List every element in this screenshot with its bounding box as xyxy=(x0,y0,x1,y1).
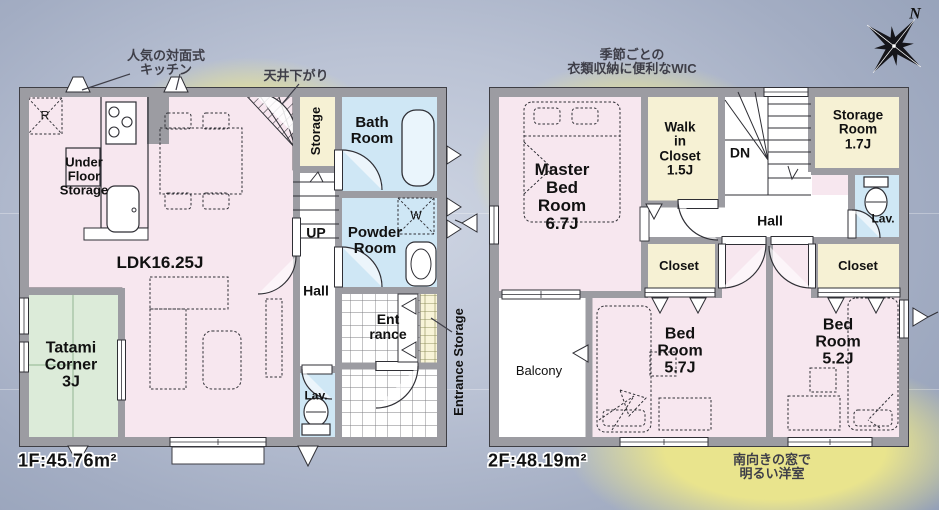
label-bath: Bath Room xyxy=(350,114,394,147)
floor2-plan xyxy=(454,87,939,447)
stairs-1f xyxy=(293,171,339,239)
balcony-vent xyxy=(571,344,589,363)
label-hall-2f: Hall xyxy=(757,212,783,229)
terrace-step xyxy=(171,446,265,465)
bed-52 xyxy=(847,297,899,431)
room-closet-left xyxy=(645,244,715,288)
label-hall-1f: Hall xyxy=(303,282,329,299)
label-lav-1f: Lav. xyxy=(304,388,328,403)
label-up: UP xyxy=(306,224,326,241)
room-stairs-hall-1f xyxy=(293,170,339,366)
powder-sink xyxy=(405,241,437,287)
label-storage-room: Storage Room 1.7J xyxy=(832,107,884,152)
ceiling-note: 天井下がり xyxy=(263,68,329,84)
kitchen-sink xyxy=(106,185,140,233)
kitchen-counter xyxy=(83,92,169,241)
callout-lines xyxy=(81,73,453,333)
bed-57 xyxy=(596,305,652,433)
room-wic xyxy=(645,92,722,202)
desk-57 xyxy=(658,397,712,431)
label-area-2f: 2F:48.19m² xyxy=(488,450,588,471)
fixtures-1f xyxy=(301,109,437,436)
compass-icon xyxy=(866,18,922,74)
label-dn: DN xyxy=(729,144,751,161)
under-floor-storage-box xyxy=(65,147,101,187)
label-lav-2f: Lav. xyxy=(871,211,895,226)
background-light-line xyxy=(0,389,939,390)
label-washer: W xyxy=(410,208,422,223)
room-storage-2f xyxy=(815,92,900,168)
label-closet-left: Closet xyxy=(659,258,699,274)
stairs-2f xyxy=(724,91,811,196)
room-closet-right xyxy=(818,244,900,288)
label-tatami: Tatami Corner 3J xyxy=(44,339,98,391)
label-closet-right: Closet xyxy=(838,258,878,274)
room-balcony xyxy=(494,292,586,442)
label-master-bedroom: Master Bed Room 6.7J xyxy=(534,159,590,234)
fixtures-2f xyxy=(863,176,889,217)
label-bedroom-57: Bed Room 5.7J xyxy=(657,325,703,377)
vent-below-lav xyxy=(297,445,319,468)
label-area-1f: 1F:45.76m² xyxy=(18,450,118,471)
sofa-set xyxy=(149,276,283,390)
label-ldk: LDK16.25J xyxy=(116,252,204,272)
label-under-floor-storage: Under Floor Storage xyxy=(59,154,109,197)
walls-2f xyxy=(490,92,904,442)
dining-set xyxy=(159,112,243,210)
label-wic: Walk in Closet 1.5J xyxy=(659,119,701,178)
south-window-note: 南向きの窓で 明るい洋室 xyxy=(732,452,812,481)
background-light-line xyxy=(0,213,939,214)
windows-1f xyxy=(19,76,462,468)
kitchen-note: 人気の対面式 キッチン xyxy=(126,48,206,77)
master-bed xyxy=(523,101,621,223)
vent-below-tatami xyxy=(67,445,89,466)
label-entrance-storage: Entrance Storage xyxy=(451,308,467,416)
stove xyxy=(105,101,137,145)
toilet-2f-tank xyxy=(863,176,889,188)
windows-2f xyxy=(454,87,939,447)
label-balcony: Balcony xyxy=(515,363,563,379)
desk-52 xyxy=(787,395,841,431)
doors-1f xyxy=(117,149,419,409)
washer-box xyxy=(397,197,435,235)
compass-north-label: N xyxy=(909,5,921,23)
label-powder: Powder Room xyxy=(347,224,403,257)
floor1-plan xyxy=(19,76,462,468)
bathtub xyxy=(401,109,435,187)
doors-2f xyxy=(639,199,901,315)
label-storage-1f: Storage xyxy=(308,106,324,156)
label-entrance: Ent rance xyxy=(369,311,407,342)
label-bedroom-52: Bed Room 5.2J xyxy=(815,316,861,368)
furniture-2f xyxy=(523,101,899,433)
wic-folding-door xyxy=(645,203,663,221)
wic-note: 季節ごとの 衣類収納に便利なWIC xyxy=(567,47,697,76)
label-refrigerator: R xyxy=(40,108,50,123)
